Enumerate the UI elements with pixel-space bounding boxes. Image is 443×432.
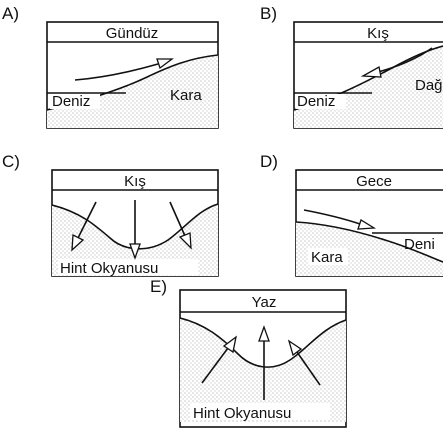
panel-c-letter: C) (2, 152, 20, 171)
panel-d-sea-label: Deni (404, 236, 435, 253)
panel-e-ocean-area (180, 318, 346, 422)
panel-b-sea-label: Deniz (297, 93, 335, 110)
panel-d-land-label-bg (308, 248, 348, 265)
panel-b-sea-label-bg (296, 94, 346, 109)
panel-c-ocean-area (52, 204, 218, 276)
panel-d: D) Gece Kara Deni (260, 152, 443, 277)
panel-c-left-arrowhead-icon (71, 233, 85, 252)
panel-b-title: Kış (367, 25, 389, 42)
panel-e-right-arrow (296, 351, 321, 386)
panel-b: B) Kış Deniz Dağ (260, 4, 443, 129)
panel-a-letter: A) (2, 4, 19, 23)
panel-a-sea-label-bg (50, 94, 100, 109)
panel-a-sea-label: Deniz (52, 93, 90, 110)
panel-e-right-arrowhead-icon (287, 339, 303, 357)
panel-b-letter: B) (260, 4, 277, 23)
panel-e-center-arrowhead-icon (258, 325, 270, 342)
panel-a: A) Gündüz Deniz Kara (2, 4, 219, 129)
panel-d-title: Gece (356, 173, 392, 190)
panel-e-ocean-label: Hint Okyanusu (193, 405, 291, 422)
panel-e-basin-profile (180, 317, 346, 368)
panel-c-right-arrowhead-icon (178, 232, 192, 250)
panel-a-sea-area (47, 55, 218, 128)
panel-c-ocean-label-bg (58, 259, 198, 275)
panel-c: C) Kış Hint Okyanusu (2, 152, 219, 277)
panel-e-left-arrow (201, 347, 229, 384)
panel-c-ocean-label: Hint Okyanusu (60, 260, 158, 277)
panel-e-title: Yaz (252, 294, 277, 311)
panel-e-letter: E) (150, 277, 167, 296)
panel-a-land-label: Kara (170, 87, 202, 104)
panel-c-title: Kış (124, 173, 146, 190)
panel-e: E) Yaz Hint Okyanusu (150, 277, 347, 428)
panel-d-wind-arrow (303, 209, 361, 225)
panel-b-mountain-label: Dağ (415, 77, 443, 94)
panel-c-left-arrow (77, 201, 97, 239)
panel-b-arrowhead-icon (360, 65, 382, 78)
panel-e-ocean-label-bg (190, 403, 330, 420)
panel-a-title: Gündüz (106, 25, 159, 42)
panel-d-land-profile (296, 221, 443, 263)
panel-b-wind-arrow (377, 47, 433, 73)
panel-d-land-label: Kara (311, 249, 343, 266)
panel-a-arrowhead-icon (156, 58, 174, 70)
panel-e-left-arrowhead-icon (222, 335, 237, 354)
panel-d-arrowhead-icon (357, 219, 377, 230)
panel-a-wind-arrow (74, 63, 159, 81)
panel-c-right-arrow (169, 201, 186, 237)
panel-c-center-arrowhead-icon (129, 243, 141, 260)
panel-d-letter: D) (260, 152, 278, 171)
